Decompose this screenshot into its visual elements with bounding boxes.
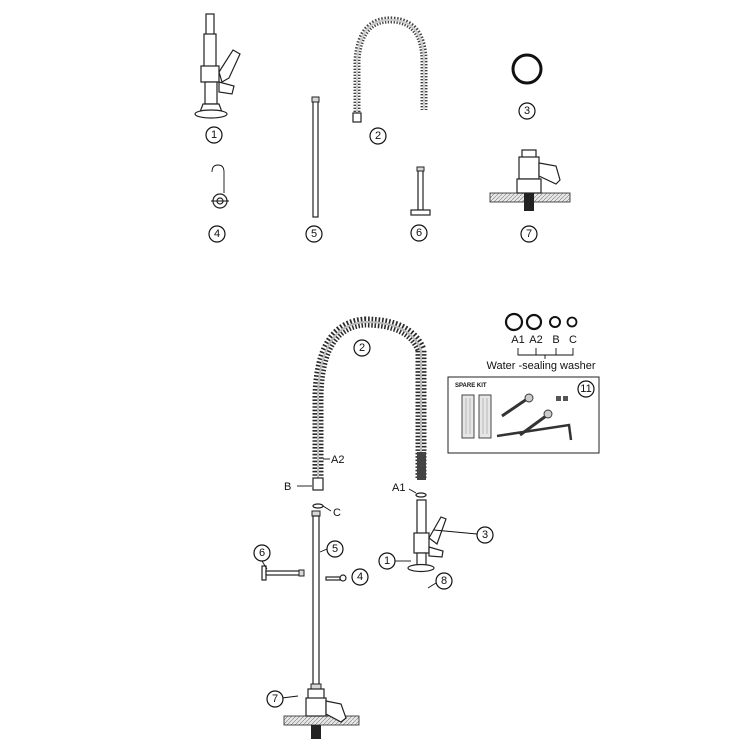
callout-6-assembly-text: 6 (259, 547, 265, 559)
set-screws-icon (556, 396, 568, 401)
washer-a1-icon (504, 312, 524, 332)
callout-4-assembly (351, 568, 369, 586)
callout-2-assembly (353, 339, 371, 357)
base-valve-part (489, 149, 571, 211)
washer-caption: Water -sealing washer (486, 360, 595, 372)
callout-5-top (305, 225, 323, 243)
callout-11-text: 11 (580, 383, 591, 395)
marker-c: C (333, 507, 341, 519)
callout-7-top-text: 7 (526, 228, 532, 240)
washer-label-a1: A1 (511, 334, 524, 346)
washer-label-c: C (569, 334, 577, 346)
callout-3-assembly (476, 526, 494, 544)
spring-coil-part (352, 16, 428, 123)
callout-4-assembly-text: 4 (357, 571, 363, 583)
spare-kit-title: SPARE KIT (455, 383, 487, 389)
assembled-spring-coil (312, 316, 427, 491)
assembled-riser-tube (310, 510, 322, 690)
callout-5-assembly-text: 5 (332, 543, 338, 555)
wall-bracket-part (410, 166, 431, 216)
callout-4-top (208, 225, 226, 243)
washer-label-b: B (552, 334, 559, 346)
spare-kit-box: SPARE KIT 11 (447, 376, 600, 454)
washer-label-a2: A2 (529, 334, 542, 346)
callout-7-assembly-text: 7 (272, 693, 278, 705)
callout-3-top-text: 3 (524, 105, 530, 117)
riser-tube-part (311, 96, 320, 218)
washer-legend: A1 A2 B C Water -sealing washer (486, 312, 596, 372)
callout-5-top-text: 5 (311, 228, 317, 240)
callout-2-top (369, 127, 387, 145)
callout-8-assembly (435, 572, 453, 590)
assembled-wall-hook (325, 574, 347, 582)
screws-icon (501, 393, 553, 437)
callout-1-top (205, 126, 223, 144)
assembled-base-valve (283, 688, 360, 739)
callout-6-top (410, 224, 428, 242)
spray-valve-part (194, 13, 241, 119)
assembled-spray-valve (407, 499, 447, 573)
allen-key-icon (496, 423, 573, 441)
washer-c (312, 503, 324, 509)
marker-a1: A1 (392, 482, 405, 494)
callout-4-top-text: 4 (214, 228, 220, 240)
assembled-wall-bracket (261, 565, 305, 581)
callout-7-assembly (266, 690, 284, 708)
callout-11 (577, 380, 595, 398)
washer-ring-part (511, 53, 543, 85)
callout-2-top-text: 2 (375, 130, 381, 142)
washer-c-icon (566, 316, 578, 328)
marker-b: B (284, 481, 291, 493)
callout-6-assembly (253, 544, 271, 562)
wall-anchors-icon (461, 394, 492, 439)
callout-6-top-text: 6 (416, 227, 422, 239)
callout-3-top (518, 102, 536, 120)
washer-a1 (415, 492, 427, 498)
callout-7-top (520, 225, 538, 243)
callout-8-assembly-text: 8 (441, 575, 447, 587)
callout-1-assembly (378, 552, 396, 570)
marker-a2: A2 (331, 454, 344, 466)
wall-hook-part (211, 164, 229, 209)
washer-b-icon (549, 316, 561, 328)
callout-3-assembly-text: 3 (482, 529, 488, 541)
washer-a2-icon (525, 313, 543, 331)
callout-1-top-text: 1 (211, 129, 217, 141)
callout-2-assembly-text: 2 (359, 342, 365, 354)
callout-1-assembly-text: 1 (384, 555, 390, 567)
callout-5-assembly (326, 540, 344, 558)
